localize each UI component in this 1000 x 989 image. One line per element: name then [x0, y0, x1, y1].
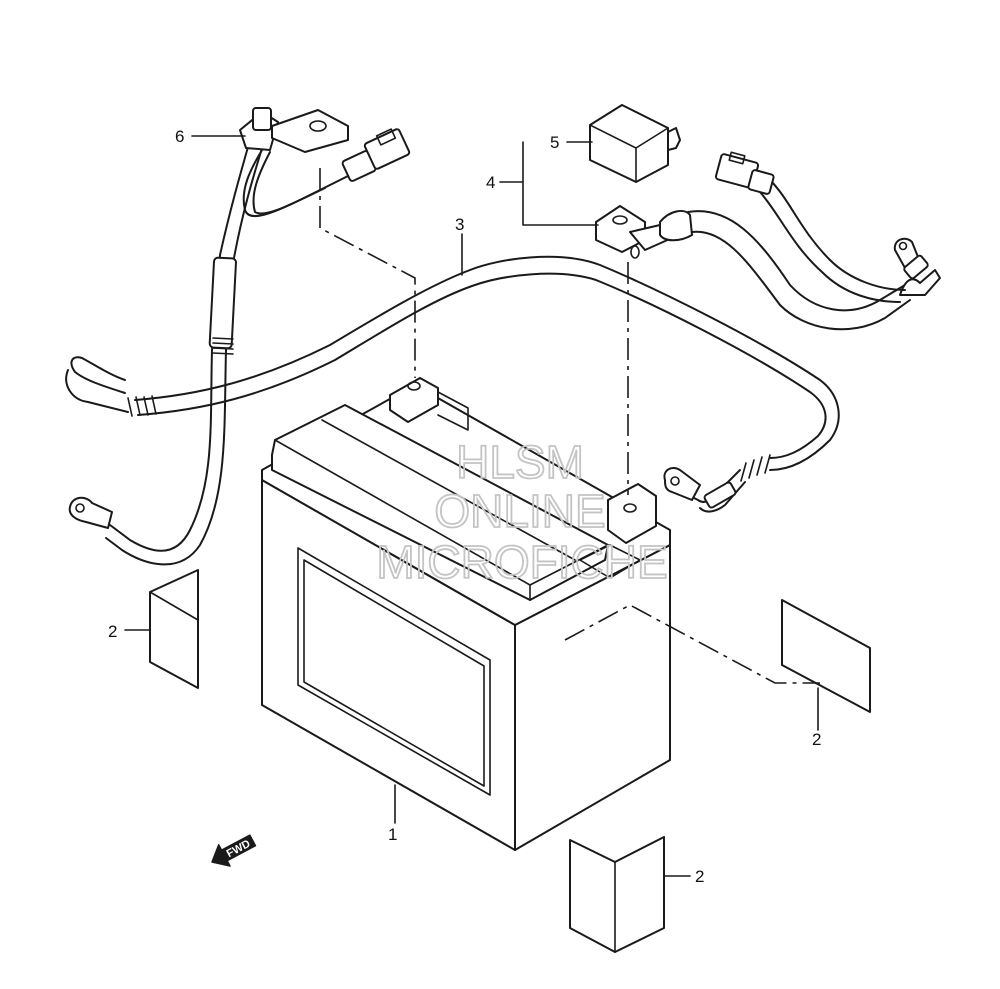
- callout-2-front: 2: [695, 867, 704, 886]
- battery: [261, 377, 671, 851]
- leader-lines: [124, 135, 819, 877]
- negative-cable: [65, 255, 840, 513]
- callout-2-left: 2: [108, 622, 117, 641]
- callout-4: 4: [486, 173, 495, 192]
- callout-5: 5: [550, 133, 559, 152]
- fwd-arrow: FWD: [211, 834, 257, 867]
- fwd-label: FWD: [225, 838, 253, 860]
- watermark: HLSM ONLINE MICROFICHE: [375, 435, 668, 589]
- watermark-line-2: ONLINE: [434, 485, 605, 537]
- pad-right: [781, 599, 871, 713]
- callout-2-right: 2: [812, 730, 821, 749]
- callout-6: 6: [175, 127, 184, 146]
- terminal-cover: [589, 104, 681, 183]
- positive-cable-set: [595, 151, 941, 331]
- pad-left: [149, 569, 199, 689]
- callout-labels: 6 5 4 3 2 2 1 2: [108, 127, 821, 886]
- pad-front: [569, 836, 665, 953]
- assembly-lines: [319, 168, 820, 684]
- watermark-line-3: MICROFICHE: [376, 536, 667, 588]
- callout-3: 3: [455, 215, 464, 234]
- callout-1: 1: [388, 825, 397, 844]
- watermark-line-1: HLSM: [456, 436, 584, 488]
- starter-cable: [68, 107, 411, 566]
